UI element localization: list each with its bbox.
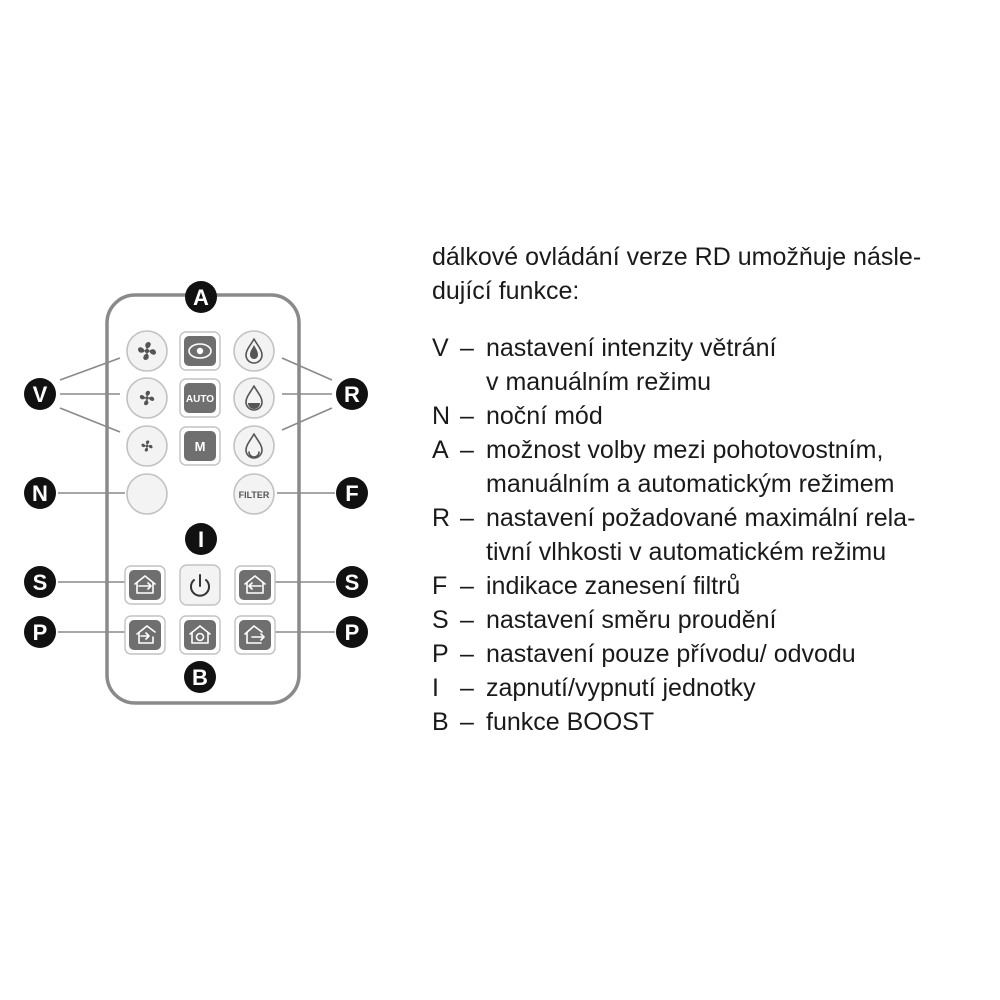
direction-inflow-button[interactable] bbox=[124, 565, 166, 605]
filter-label: FILTER bbox=[239, 490, 270, 500]
leader-v-low bbox=[59, 407, 121, 433]
standby-eye-button[interactable] bbox=[179, 331, 221, 371]
marker-n: N bbox=[24, 477, 56, 509]
marker-s-left: S bbox=[24, 566, 56, 598]
leader-v-high bbox=[59, 357, 121, 381]
fan-medium-button[interactable] bbox=[126, 377, 168, 419]
svg-text:F: F bbox=[345, 481, 358, 506]
function-description: dálkové ovládání verze RD umožňuje násle… bbox=[432, 240, 992, 739]
intro-text: dálkové ovládání verze RD umožňuje násle… bbox=[432, 243, 922, 305]
auto-label: AUTO bbox=[186, 394, 214, 405]
leader-r-high bbox=[281, 357, 333, 381]
svg-text:P: P bbox=[345, 620, 360, 645]
marker-s-right: S bbox=[336, 566, 368, 598]
legend-text: nastavení intenzity větrání v manuálním … bbox=[486, 334, 777, 396]
house-enter-icon bbox=[136, 625, 156, 644]
legend-text: zapnutí/vypnutí jednotky bbox=[486, 674, 756, 702]
house-arrow-out-icon bbox=[244, 575, 266, 594]
legend-dash: – bbox=[460, 708, 474, 736]
house-exit-icon bbox=[244, 625, 265, 644]
marker-v: V bbox=[24, 378, 56, 410]
legend-item: N–noční mód bbox=[432, 399, 992, 433]
legend-text: nastavení pouze přívodu/ odvodu bbox=[486, 640, 856, 668]
extract-only-button[interactable] bbox=[234, 615, 276, 655]
fan-high-button[interactable] bbox=[126, 330, 168, 372]
svg-text:P: P bbox=[33, 620, 48, 645]
marker-b: B bbox=[184, 661, 216, 693]
fan-low-button[interactable] bbox=[126, 425, 168, 467]
direction-outflow-button[interactable] bbox=[234, 565, 276, 605]
drop-icon bbox=[245, 338, 263, 364]
svg-text:N: N bbox=[32, 481, 48, 506]
legend-item: I–zapnutí/vypnutí jednotky bbox=[432, 671, 992, 705]
marker-f: F bbox=[336, 477, 368, 509]
legend-key: I bbox=[432, 674, 439, 702]
house-arrow-in-icon bbox=[134, 575, 156, 594]
legend-key: N bbox=[432, 402, 451, 430]
manual-label: M bbox=[195, 439, 206, 454]
drop-icon bbox=[245, 433, 263, 459]
night-mode-button[interactable] bbox=[126, 473, 168, 515]
marker-i: I bbox=[185, 523, 217, 555]
humidity-medium-button[interactable] bbox=[233, 377, 275, 419]
legend-dash: – bbox=[460, 674, 474, 702]
manual-button[interactable]: M bbox=[179, 426, 221, 466]
legend-text: funkce BOOST bbox=[486, 708, 655, 736]
legend-item: S–nastavení směru proudění bbox=[432, 603, 992, 637]
legend-dash: – bbox=[460, 334, 474, 362]
power-button[interactable] bbox=[179, 564, 221, 606]
legend-key: S bbox=[432, 606, 449, 634]
legend-text: indikace zanesení filtrů bbox=[486, 572, 741, 600]
legend-item: B–funkce BOOST bbox=[432, 705, 992, 739]
auto-button[interactable]: AUTO bbox=[179, 378, 221, 418]
marker-a: A bbox=[185, 281, 217, 313]
svg-text:A: A bbox=[193, 285, 209, 310]
drop-icon bbox=[245, 385, 263, 411]
supply-only-button[interactable] bbox=[124, 615, 166, 655]
boost-button[interactable] bbox=[179, 615, 221, 655]
legend-dash: – bbox=[460, 402, 474, 430]
legend-key: B bbox=[432, 708, 449, 736]
legend-dash: – bbox=[460, 504, 474, 532]
marker-p-right: P bbox=[336, 616, 368, 648]
legend-text: možnost volby mezi pohotovostním, manuál… bbox=[486, 436, 895, 498]
legend-key: P bbox=[432, 640, 449, 668]
marker-p-left: P bbox=[24, 616, 56, 648]
svg-text:S: S bbox=[345, 570, 360, 595]
legend-item: A–možnost volby mezi pohotovostním, manu… bbox=[432, 433, 992, 501]
legend-text: nastavení požadované maximální rela- tiv… bbox=[486, 504, 916, 566]
humidity-low-button[interactable] bbox=[233, 425, 275, 467]
legend-dash: – bbox=[460, 572, 474, 600]
svg-text:V: V bbox=[33, 382, 48, 407]
svg-text:I: I bbox=[198, 527, 204, 552]
svg-text:R: R bbox=[344, 382, 360, 407]
power-icon bbox=[190, 574, 210, 597]
leader-r-low bbox=[281, 407, 333, 431]
svg-text:B: B bbox=[192, 665, 208, 690]
legend-item: V–nastavení intenzity větrání v manuální… bbox=[432, 331, 992, 399]
leader-lines bbox=[58, 357, 335, 633]
humidity-high-button[interactable] bbox=[233, 330, 275, 372]
legend-key: R bbox=[432, 504, 451, 532]
legend-key: A bbox=[432, 436, 449, 464]
legend-dash: – bbox=[460, 640, 474, 668]
legend-item: R–nastavení požadované maximální rela- t… bbox=[432, 501, 992, 569]
marker-r: R bbox=[336, 378, 368, 410]
legend-item: F–indikace zanesení filtrů bbox=[432, 569, 992, 603]
legend-dash: – bbox=[460, 436, 474, 464]
legend-key: V bbox=[432, 334, 449, 362]
svg-text:S: S bbox=[33, 570, 48, 595]
legend-key: F bbox=[432, 572, 448, 600]
eye-icon bbox=[188, 343, 212, 359]
function-legend: V–nastavení intenzity větrání v manuální… bbox=[432, 331, 992, 739]
legend-item: P–nastavení pouze přívodu/ odvodu bbox=[432, 637, 992, 671]
legend-text: noční mód bbox=[486, 402, 603, 430]
legend-text: nastavení směru proudění bbox=[486, 606, 777, 634]
house-fan-icon bbox=[189, 625, 211, 644]
filter-button[interactable]: FILTER bbox=[233, 473, 275, 515]
legend-dash: – bbox=[460, 606, 474, 634]
